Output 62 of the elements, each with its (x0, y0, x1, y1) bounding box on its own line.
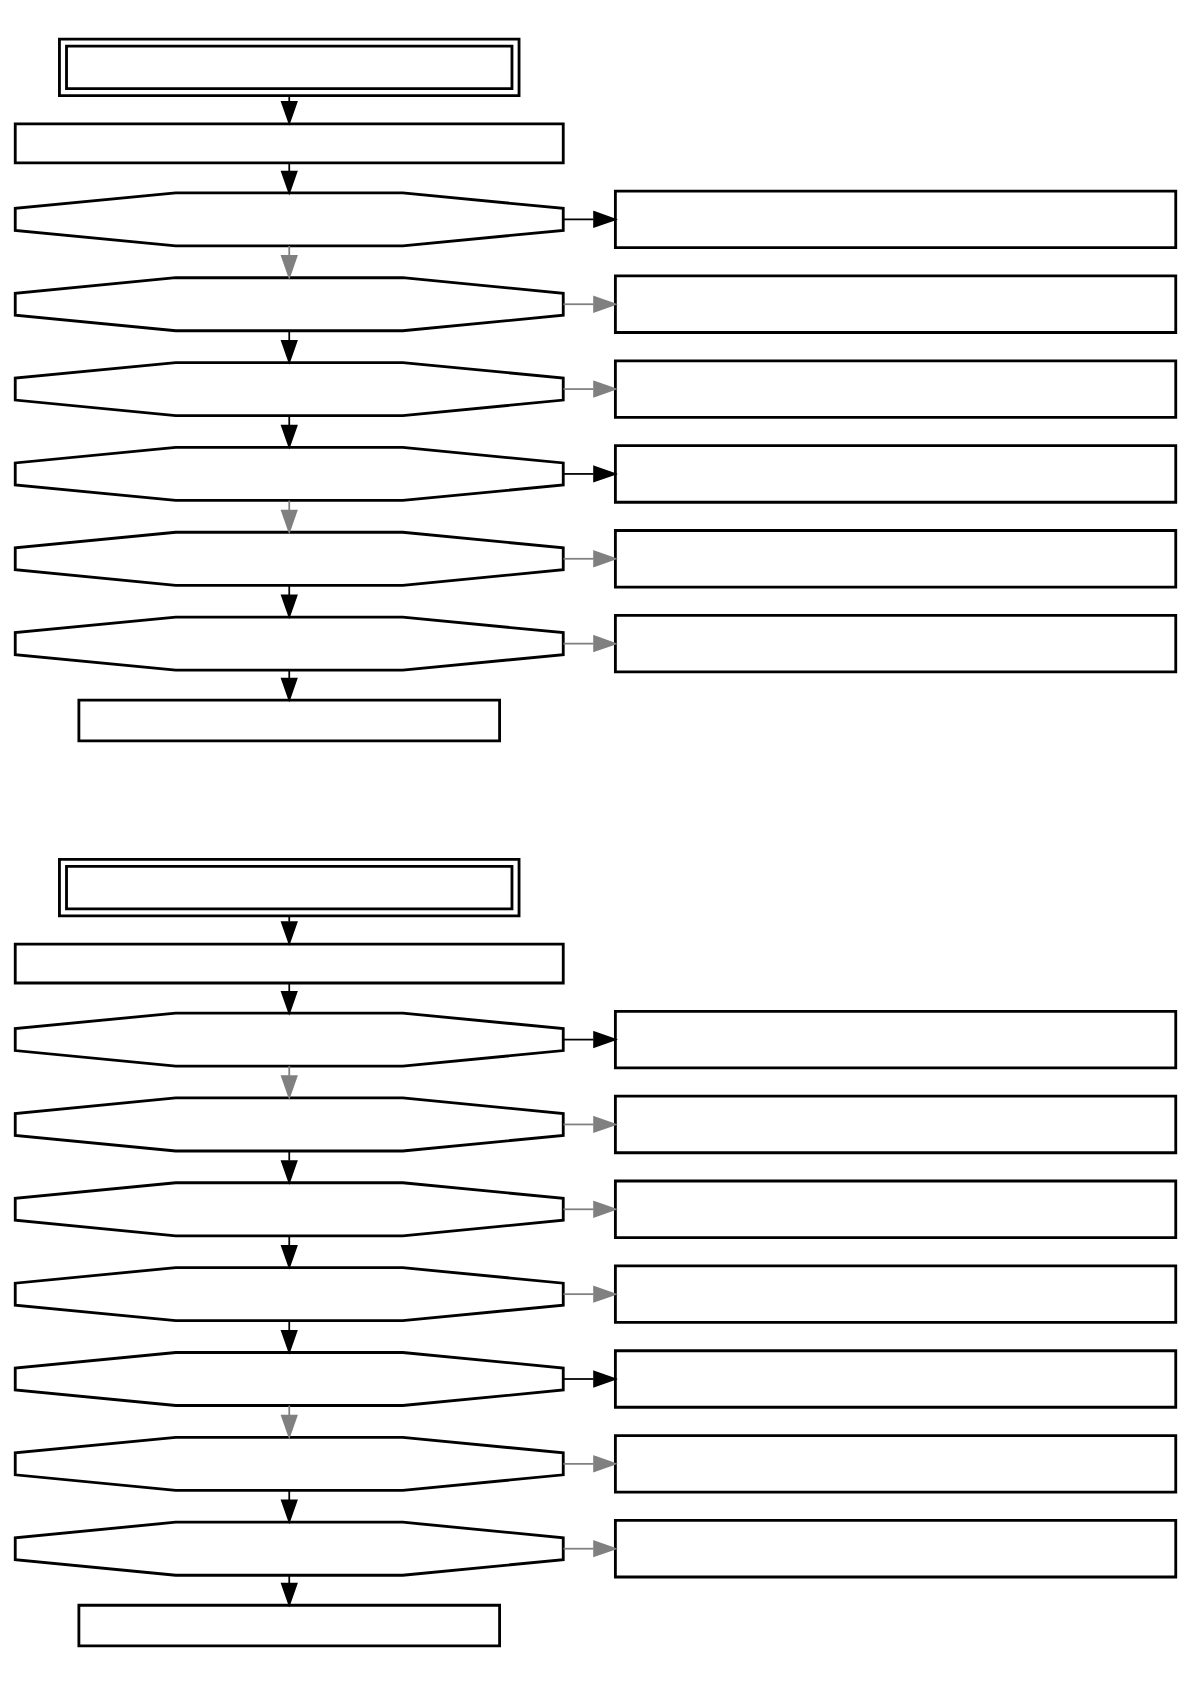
arrow (562, 1455, 618, 1473)
arrow (562, 1115, 618, 1134)
arrow (280, 1319, 298, 1355)
node-box (613, 189, 1178, 250)
node-octagon (13, 361, 565, 417)
node-box (13, 122, 565, 165)
arrow (280, 982, 298, 1016)
arrow (280, 414, 298, 450)
arrow (280, 95, 298, 126)
arrow (562, 1540, 618, 1558)
arrow (280, 584, 298, 620)
arrow (562, 634, 618, 653)
arrow (562, 465, 618, 483)
node-box (613, 529, 1178, 589)
node-box (613, 359, 1178, 419)
node-box (613, 1519, 1178, 1579)
arrow (562, 1285, 618, 1303)
node-box (77, 1603, 501, 1648)
node-octagon (13, 530, 565, 587)
node-box (77, 698, 501, 743)
node-box (58, 37, 521, 98)
node-box (613, 1094, 1178, 1155)
node-box (613, 1264, 1178, 1324)
node-box (613, 1009, 1178, 1070)
arrow (280, 1404, 298, 1440)
node-box (613, 274, 1178, 334)
node-octagon (13, 1520, 565, 1577)
node-box (13, 942, 565, 985)
node-octagon (13, 1011, 565, 1068)
node-octagon (13, 1096, 565, 1153)
node-octagon (13, 615, 565, 672)
arrow (562, 380, 618, 398)
arrow (280, 329, 298, 365)
arrow (280, 1489, 298, 1525)
arrow (280, 1574, 298, 1608)
arrow (562, 1030, 618, 1049)
node-box (613, 613, 1178, 674)
arrow (280, 669, 298, 703)
arrow (280, 1065, 298, 1101)
node-octagon (13, 1435, 565, 1492)
arrow (280, 1235, 298, 1270)
node-octagon (13, 1266, 565, 1323)
arrow (280, 1150, 298, 1185)
node-octagon (13, 1351, 565, 1407)
arrow (280, 915, 298, 947)
arrow (280, 499, 298, 535)
node-octagon (13, 446, 565, 502)
node-box (613, 444, 1178, 504)
arrow (562, 550, 618, 568)
node-box (613, 1434, 1178, 1494)
arrow (562, 1370, 618, 1388)
arrow (280, 245, 298, 280)
node-octagon (13, 191, 565, 248)
arrow (280, 162, 298, 196)
node-box (58, 857, 521, 918)
node-box (613, 1179, 1178, 1239)
node-octagon (13, 276, 565, 333)
arrow (562, 295, 618, 313)
arrow (562, 1200, 618, 1218)
node-octagon (13, 1181, 565, 1238)
node-box (613, 1349, 1178, 1409)
arrow (562, 210, 618, 229)
